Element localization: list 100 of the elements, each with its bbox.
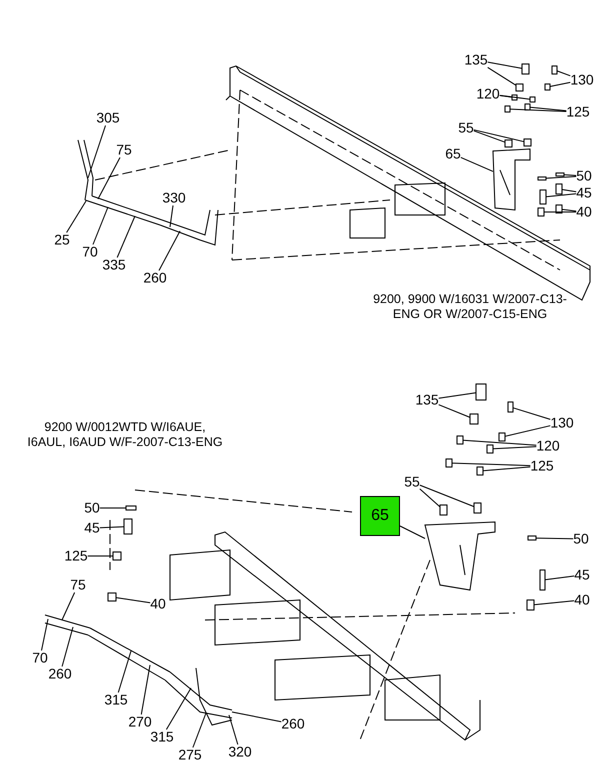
callout-number: 45 [576,186,592,200]
callout-number: 75 [116,142,132,158]
leader-line [556,70,571,76]
fitting-drawing [524,138,532,146]
highlighted-callout-number: 65 [360,496,400,536]
leader-line [140,664,150,715]
leader-line [62,592,76,620]
callout-number: 50 [573,532,589,546]
fitting-drawing [108,592,116,602]
callout-number: 260 [48,666,72,682]
callout-number: 25 [54,232,70,248]
fuel-line-drawing [44,614,90,636]
leader-line [460,156,494,172]
callout-number: 320 [228,744,252,760]
leader-line [92,206,108,245]
callout-number: 335 [102,258,126,272]
fuel-line-drawing [88,628,170,680]
callout-number: 55 [404,474,420,490]
callout-number: 305 [96,110,120,126]
leader-line [499,95,512,98]
leader-line [232,712,282,722]
leader-line [544,576,575,580]
leader-line [98,157,120,200]
fitting-drawing [522,64,530,74]
leader-line [546,176,577,179]
fitting-drawing [540,190,546,204]
leader-line [550,82,571,87]
callout-number: 45 [84,520,100,536]
fitting-drawing [544,84,550,90]
leader-line [499,94,530,100]
callout-number: 315 [104,692,128,708]
callout-number: 40 [576,204,592,220]
fitting-drawing [456,436,464,444]
fitting-drawing [512,94,518,100]
leader-line [536,538,574,540]
leader-line [116,597,151,604]
leader-line [88,125,106,178]
callout-number: 270 [128,714,152,730]
callout-number: 260 [143,270,167,286]
callout-number: 120 [536,438,560,454]
callout-number: 130 [570,72,594,88]
callout-number: 315 [150,730,174,744]
leader-line [492,446,537,450]
leader-line [473,129,524,142]
fitting-drawing [528,536,536,540]
fitting-drawing [504,106,510,112]
hose-riser-drawing [78,140,94,200]
fitting-drawing [440,504,448,516]
leader-line [562,189,577,192]
callout-number: 120 [476,86,500,102]
callout-number: 125 [566,104,590,120]
leader-line [62,626,74,667]
callout-number: 65 [445,146,461,162]
leader-line [438,404,470,418]
leader-line [118,650,132,693]
fitting-drawing [124,518,132,534]
fitting-drawing [540,570,546,590]
callout-number: 135 [415,392,439,408]
callout-number: 70 [32,650,48,666]
leader-line [228,714,238,745]
leader-line [546,193,577,198]
fitting-drawing [498,432,506,442]
leader-line [564,174,577,176]
fuel-line-drawing [84,196,162,226]
leader-line [419,484,474,508]
fitting-drawing [470,414,478,424]
fitting-drawing [538,176,546,180]
leader-line [166,688,192,730]
callout-number: 275 [178,748,202,761]
bracket-drawing [492,148,530,211]
fitting-drawing [126,506,136,510]
leader-line [487,66,516,86]
fitting-drawing [474,502,482,514]
leader-line [400,526,426,539]
callout-number: 260 [281,716,305,732]
leader-line [473,130,506,143]
callout-number: 45 [574,568,590,582]
leader-line [438,392,476,399]
leader-line [487,62,522,69]
callout-number: 70 [82,244,98,260]
leader-line [41,618,48,651]
leader-line [534,600,575,606]
leader-line [66,200,86,233]
fitting-drawing [508,402,514,412]
leader-line [504,425,551,437]
bracket-drawing [424,521,496,591]
fitting-drawing [476,466,484,476]
callout-number: 40 [574,592,590,608]
callout-number: 50 [576,168,592,184]
fitting-drawing [112,552,122,560]
callout-number: 125 [530,458,554,474]
applicability-note: 9200, 9900 W/16031 W/2007-C13-ENG OR W/2007-C15-ENG [372,292,568,322]
leader-line [452,462,531,466]
leader-line [512,407,551,420]
fitting-drawing [526,600,534,610]
leader-line [99,526,124,528]
leader-line [482,466,531,472]
fitting-drawing [524,104,530,110]
fitting-drawing [486,444,494,454]
callout-number: 130 [550,416,574,430]
